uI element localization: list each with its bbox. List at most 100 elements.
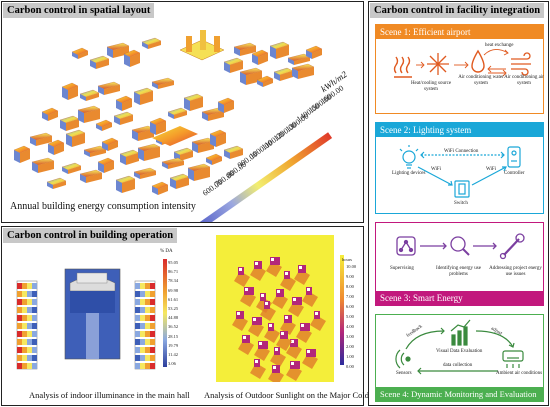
- sun-value: 4.00: [346, 324, 354, 329]
- sun-building: [270, 347, 286, 367]
- building-block: [97, 157, 115, 173]
- buildings-cluster: [13, 30, 323, 195]
- building-block: [287, 53, 311, 65]
- addressing-label: Addressing project energy use issues: [489, 266, 542, 277]
- spatial-layout-title: Carbon control in spatial layout: [3, 3, 155, 18]
- outdoor-caption: Analysis of Outdoor Sunlight on the Majo…: [204, 390, 386, 400]
- sun-building: [272, 289, 288, 309]
- building-block: [71, 47, 89, 59]
- building-block: [137, 143, 161, 161]
- building-block: [161, 157, 185, 169]
- bulb-icon: [399, 145, 419, 169]
- outdoor-sunlight-map: [216, 235, 344, 382]
- sun-building: [248, 317, 264, 337]
- sensors-label: Sensors: [396, 371, 412, 376]
- indoor-caption: Analysis of indoor illuminance in the ma…: [29, 390, 190, 400]
- switch-icon: [454, 180, 470, 198]
- scene2-diagram: [399, 145, 521, 198]
- building-block: [305, 45, 323, 59]
- sun-value: 9.00: [346, 274, 354, 279]
- building-block: [101, 137, 119, 151]
- ac-icon: [502, 350, 524, 368]
- da-value: 36.52: [168, 324, 179, 330]
- sun-building: [238, 335, 254, 355]
- sun-building: [286, 361, 302, 381]
- sun-value: 3.00: [346, 334, 354, 339]
- building-block: [273, 67, 294, 81]
- wifi-right-label: WiFi: [486, 167, 497, 172]
- scene4-card: feedback adjust Visual Data Evaluation d…: [375, 314, 544, 402]
- sun-building: [232, 311, 248, 331]
- building-block: [183, 93, 204, 111]
- sun-building: [254, 341, 270, 361]
- sensor-icon: [395, 349, 411, 369]
- wifi-left-label: WiFi: [431, 167, 442, 172]
- building-block: [65, 129, 86, 147]
- da-value: 19.79: [168, 342, 179, 348]
- sun-value: 2.00: [346, 344, 354, 349]
- da-value: 53.25: [168, 306, 179, 311]
- building-block: [149, 117, 167, 135]
- da-value: 61.61: [168, 296, 179, 302]
- scene1-diagram: [393, 49, 531, 78]
- building-block: [167, 107, 188, 119]
- building-block: [47, 139, 65, 155]
- building-block: [169, 173, 190, 189]
- building-block: [123, 49, 141, 67]
- building-block: [119, 149, 140, 165]
- visual-data-label: Visual Data Evaluation: [436, 349, 483, 354]
- wifi-connection-label: WiFi Connection: [444, 149, 479, 154]
- identifying-label: Identifying energy use problems: [436, 266, 481, 277]
- sun-unit-label: hours: [342, 257, 352, 262]
- landmark-building: [179, 30, 225, 61]
- building-block: [115, 95, 133, 111]
- facility-integration-title: Carbon control in facility integration: [370, 3, 545, 18]
- building-block: [115, 175, 136, 193]
- sun-building: [276, 331, 292, 351]
- building-block: [131, 125, 155, 141]
- building-block: [77, 105, 101, 123]
- sun-building: [294, 265, 310, 285]
- sun-building: [250, 261, 266, 281]
- building-block: [106, 42, 130, 58]
- building-block: [79, 169, 103, 183]
- left-wing: [16, 280, 38, 370]
- building-block: [256, 75, 274, 87]
- spatial-caption: Annual building energy consumption inten…: [10, 201, 196, 212]
- sun-building: [234, 267, 250, 287]
- ambient-label: Ambient air conditions: [496, 371, 543, 376]
- sun-building: [250, 359, 266, 379]
- sun-building: [302, 287, 318, 307]
- supervising-label: Supervising: [390, 266, 414, 271]
- sun-building: [286, 339, 302, 359]
- supervising-icon: [396, 236, 416, 256]
- building-block: [209, 129, 227, 147]
- scene1-card: Scene 1: Efficient airport: [375, 24, 544, 114]
- sun-value: 10.00: [346, 264, 357, 269]
- sun-building: [260, 301, 276, 321]
- air-system-label: Air conditioning air system: [504, 75, 544, 86]
- building-block: [223, 57, 244, 73]
- sun-building: [268, 365, 284, 382]
- building-block: [269, 41, 290, 59]
- da-value: 69.98: [168, 287, 179, 293]
- magnifier-icon: [450, 236, 470, 256]
- building-operation-panel: Carbon control in building operation: [1, 226, 385, 406]
- da-value: 78.34: [168, 278, 179, 284]
- sun-building: [266, 257, 282, 277]
- building-block: [13, 145, 31, 163]
- scene3-card: Supervising Identifying energy use probl…: [375, 222, 544, 306]
- da-value: 28.15: [168, 333, 179, 339]
- sun-building: [302, 349, 318, 369]
- facility-integration-panel: Carbon control in facility integration S…: [368, 1, 549, 406]
- scene3-diagram: [396, 233, 525, 260]
- lighting-label: Lighting devices: [392, 171, 426, 176]
- scene2-header: Scene 2: Lighting system: [376, 123, 543, 137]
- spatial-layout-panel: Carbon control in spatial layout: [1, 1, 364, 223]
- sun-building: [264, 323, 280, 343]
- building-block: [31, 157, 55, 173]
- scene3-header: Scene 3: Smart Energy: [376, 291, 543, 305]
- sun-building: [310, 311, 326, 331]
- da-unit-label: % DA: [160, 249, 173, 254]
- building-block: [151, 77, 175, 89]
